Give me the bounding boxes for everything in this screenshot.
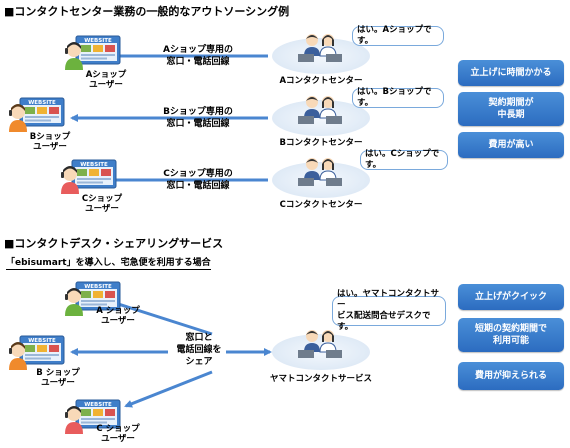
headset-operator-icon xyxy=(9,104,27,132)
center-a-label: Aコンタクトセンター xyxy=(279,76,363,86)
section1-title: ■コンタクトセンター業務の一般的なアウトソーシング例 xyxy=(4,5,290,18)
contact-center-operators-icon xyxy=(298,34,342,62)
arrow-share-c xyxy=(124,370,213,408)
headset-operator-icon xyxy=(65,406,83,434)
center-c-label: Cコンタクトセンター xyxy=(279,200,363,210)
headset-operator-icon xyxy=(9,342,27,370)
user2-c-label: C ショップ ユーザー xyxy=(96,424,140,444)
svg-text:WEBSITE: WEBSITE xyxy=(84,284,112,290)
share-label: 窓口と 電話回線を シェア xyxy=(176,333,222,367)
user2-a-group: WEBSITE xyxy=(62,280,122,318)
svg-text:WEBSITE: WEBSITE xyxy=(80,162,108,168)
badge-low-cost: 費用が抑えられる xyxy=(458,362,564,390)
bubble-a: はい。Aショップです。 xyxy=(352,25,444,46)
badge-quick-setup: 立上げがクイック xyxy=(458,284,564,310)
center-b-label: Bコンタクトセンター xyxy=(279,138,363,148)
user2-b-group: WEBSITE xyxy=(6,334,66,372)
line-b-label: Bショップ専用の 窓口・電話回線 xyxy=(163,107,233,129)
user2-c-group: WEBSITE xyxy=(62,398,122,436)
bubble-c: はい。Cショップです。 xyxy=(360,149,448,170)
contact-center-operators-icon xyxy=(298,330,342,358)
bubble-b: はい。Bショップです。 xyxy=(352,87,444,108)
website-monitor-icon: WEBSITE xyxy=(75,399,121,429)
section2-title: ■コンタクトデスク・シェアリングサービス xyxy=(4,237,224,250)
yamato-center-label: ヤマトコンタクトサービス xyxy=(269,374,372,384)
contact-center-operators-icon xyxy=(298,96,342,124)
user-c-label: Cショップ ユーザー xyxy=(81,194,123,214)
website-monitor-icon: WEBSITE xyxy=(19,335,65,365)
contact-center-operators-icon xyxy=(298,158,342,186)
arrow-share-a xyxy=(110,300,213,336)
website-monitor-icon: WEBSITE xyxy=(71,159,117,189)
user-b-label: Bショップ ユーザー xyxy=(29,132,71,152)
svg-text:WEBSITE: WEBSITE xyxy=(28,338,56,344)
user-c-group: WEBSITE xyxy=(58,158,118,196)
headset-operator-icon xyxy=(65,42,83,70)
svg-text:WEBSITE: WEBSITE xyxy=(84,38,112,44)
badge-short-contract: 短期の契約期間で 利用可能 xyxy=(458,318,564,352)
badge-slow-setup: 立上げに時間かかる xyxy=(458,60,564,86)
headset-operator-icon xyxy=(61,166,79,194)
user-a-label: Aショップ ユーザー xyxy=(85,70,127,90)
user2-b-label: B ショップ ユーザー xyxy=(36,368,80,388)
user-a-group: WEBSITE xyxy=(62,34,122,72)
line-c-label: Cショップ専用の 窓口・電話回線 xyxy=(163,169,233,191)
svg-text:WEBSITE: WEBSITE xyxy=(84,402,112,408)
headset-operator-icon xyxy=(65,288,83,316)
user-b-group: WEBSITE xyxy=(6,96,66,134)
user2-a-label: A ショップ ユーザー xyxy=(96,306,140,326)
bubble-yamato: はい。ヤマトコンタクトサー ビス配送問合せデスクです。 xyxy=(332,289,446,332)
line-a-label: Aショップ専用の 窓口・電話回線 xyxy=(163,45,233,67)
website-monitor-icon: WEBSITE xyxy=(75,35,121,65)
svg-text:WEBSITE: WEBSITE xyxy=(28,100,56,106)
website-monitor-icon: WEBSITE xyxy=(19,97,65,127)
badge-high-cost: 費用が高い xyxy=(458,132,564,158)
website-monitor-icon: WEBSITE xyxy=(75,281,121,311)
badge-long-contract: 契約期間が 中長期 xyxy=(458,92,564,126)
section2-subtitle: 「ebisumart」を導入し、宅急便を利用する場合 xyxy=(6,258,211,270)
